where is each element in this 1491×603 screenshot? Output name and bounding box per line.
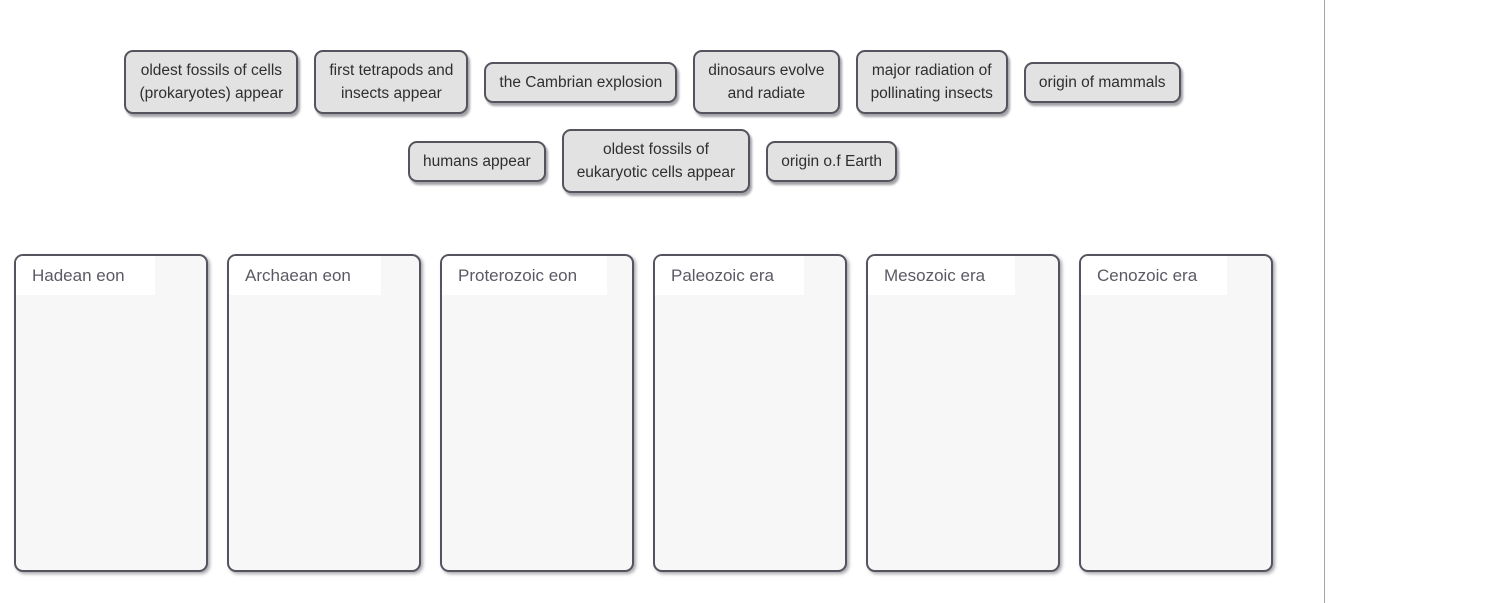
zone-label-mesozoic-era: Mesozoic era — [868, 256, 1016, 295]
chip-bank-row-1: oldest fossils of cells (prokaryotes) ap… — [0, 50, 1305, 114]
drop-zone-proterozoic-eon[interactable]: Proterozoic eon — [440, 254, 634, 572]
chip-oldest-fossils-of-eukaryotes[interactable]: oldest fossils of eukaryotic cells appea… — [561, 129, 751, 193]
chip-oldest-fossils-of-prokaryotes[interactable]: oldest fossils of cells (prokaryotes) ap… — [124, 50, 299, 114]
chip-first-tetrapods-and-insects[interactable]: first tetrapods and insects appear — [314, 50, 469, 114]
chip-dinosaurs-evolve-and-radiate[interactable]: dinosaurs evolve and radiate — [693, 50, 840, 114]
zone-label-hadean-eon: Hadean eon — [16, 256, 155, 295]
zone-label-proterozoic-eon: Proterozoic eon — [442, 256, 608, 295]
panel-divider — [1324, 0, 1325, 603]
zone-label-cenozoic-era: Cenozoic era — [1081, 256, 1228, 295]
zone-label-archaean-eon: Archaean eon — [229, 256, 381, 295]
chip-major-radiation-pollinating-insects[interactable]: major radiation of pollinating insects — [855, 50, 1008, 114]
drop-zone-cenozoic-era[interactable]: Cenozoic era — [1079, 254, 1273, 572]
zone-label-paleozoic-era: Paleozoic era — [655, 256, 805, 295]
drop-zone-archaean-eon[interactable]: Archaean eon — [227, 254, 421, 572]
drop-zone-mesozoic-era[interactable]: Mesozoic era — [866, 254, 1060, 572]
chip-origin-of-mammals[interactable]: origin of mammals — [1023, 61, 1181, 103]
drop-zone-row: Hadean eon Archaean eon Proterozoic eon … — [14, 254, 1305, 572]
chip-origin-of-earth[interactable]: origin o.f Earth — [766, 140, 898, 182]
chip-cambrian-explosion[interactable]: the Cambrian explosion — [484, 61, 678, 103]
drop-zone-paleozoic-era[interactable]: Paleozoic era — [653, 254, 847, 572]
chip-humans-appear[interactable]: humans appear — [407, 140, 546, 182]
activity-area: oldest fossils of cells (prokaryotes) ap… — [0, 50, 1305, 572]
chip-bank-row-2: humans appear oldest fossils of eukaryot… — [0, 129, 1305, 193]
drop-zone-hadean-eon[interactable]: Hadean eon — [14, 254, 208, 572]
